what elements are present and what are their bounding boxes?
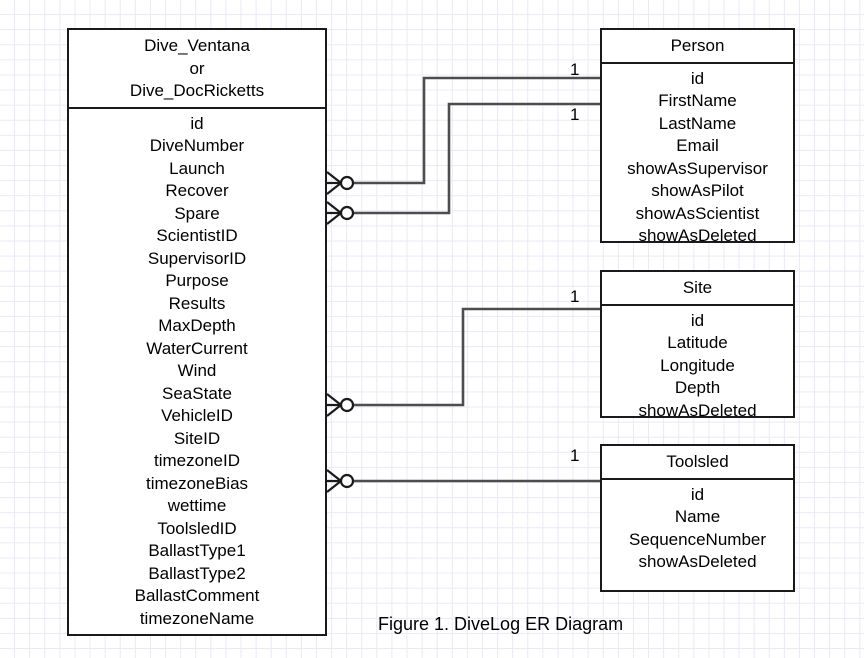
field-toolsled-showasdeleted: showAsDeleted [638,552,757,571]
field-toolsledid: ToolsledID [157,518,237,538]
field-scientistid: ScientistID [156,226,238,245]
field-purpose: Purpose [165,271,229,290]
field-divenumber: DiveNumber [149,136,245,155]
field-wettime: wettime [167,496,227,515]
field-person-showasscientist: showAsScientist [635,203,760,223]
field-ballastcomment: BallastComment [134,586,260,605]
field-ballasttype1: BallastType1 [148,541,246,560]
figure-caption: Figure 1. DiveLog ER Diagram [378,614,624,634]
entity-toolsled-title: Toolsled [602,446,793,480]
field-watercurrent: WaterCurrent [146,338,248,358]
entity-toolsled-field-list: id Name SequenceNumber showAsDeleted [602,480,793,591]
field-siteid: SiteID [173,428,221,448]
entity-toolsled-table[interactable]: Toolsled id Name SequenceNumber showAsDe… [600,444,795,592]
connector-dive-person-scientist [347,76,600,185]
entity-site-table[interactable]: Site id Latitude Longitude Depth showAsD… [600,270,795,420]
field-supervisorid: SupervisorID [147,248,247,268]
crowsfoot-icon-toolsled [326,469,342,493]
field-results: Results [168,293,226,313]
field-timezonebias: timezoneBias [145,473,249,493]
entity-person-table[interactable]: Person id FirstName LastName Email showA… [600,28,795,245]
field-person-showasdeleted: showAsDeleted [638,226,757,245]
cardinality-label-person-supervisor: 1 [570,105,580,124]
entity-person-title: Person [602,30,793,64]
connector-dive-site [347,307,600,407]
optional-circle-icon-scientist [339,175,355,191]
field-site-id: id [690,310,705,330]
optional-circle-icon-supervisor [339,205,355,221]
field-launch: Launch [169,158,225,178]
field-vehicleid: VehicleID [161,406,233,425]
crowsfoot-icon-supervisor [326,201,342,225]
entity-dive-title: Dive_Ventana or Dive_DocRicketts [69,30,325,109]
field-person-showaspilot: showAsPilot [651,181,744,200]
cardinality-label-site: 1 [570,287,580,306]
field-person-firstname: FirstName [658,91,737,110]
field-site-showasdeleted: showAsDeleted [638,400,757,420]
field-toolsled-name: Name [674,507,721,526]
field-person-showassupervisor: showAsSupervisor [627,158,768,178]
optional-circle-icon-toolsled [339,473,355,489]
field-timezonename: timezoneName [139,608,255,628]
field-timezoneid: timezoneID [154,451,240,470]
field-site-longitude: Longitude [660,355,735,375]
field-site-depth: Depth [674,378,721,397]
field-wind: Wind [177,361,217,380]
field-person-id: id [690,68,705,88]
crowsfoot-icon-scientist [326,171,342,195]
field-site-latitude: Latitude [667,333,728,352]
connector-dive-person-supervisor [347,102,600,215]
field-recover: Recover [165,181,229,200]
cardinality-label-toolsled: 1 [570,446,580,465]
entity-site-title: Site [602,272,793,306]
entity-person-field-list: id FirstName LastName Email showAsSuperv… [602,64,793,252]
field-toolsled-id: id [690,484,705,504]
optional-circle-icon-site [339,397,355,413]
field-id: id [190,113,204,133]
entity-site-field-list: id Latitude Longitude Depth showAsDelete… [602,306,793,427]
cardinality-label-person-scientist: 1 [570,60,580,79]
field-person-email: Email [676,136,719,155]
field-spare: Spare [174,203,220,223]
crowsfoot-icon-site [326,393,342,417]
field-person-lastname: LastName [658,113,737,133]
field-ballasttype2: BallastType2 [148,563,246,583]
field-seastate: SeaState [162,383,232,403]
field-maxdepth: MaxDepth [158,316,236,335]
field-toolsled-sequencenumber: SequenceNumber [628,529,767,549]
entity-dive-table[interactable]: Dive_Ventana or Dive_DocRicketts id Dive… [67,28,327,636]
entity-dive-field-list: id DiveNumber Launch Recover Spare Scien… [69,109,325,635]
